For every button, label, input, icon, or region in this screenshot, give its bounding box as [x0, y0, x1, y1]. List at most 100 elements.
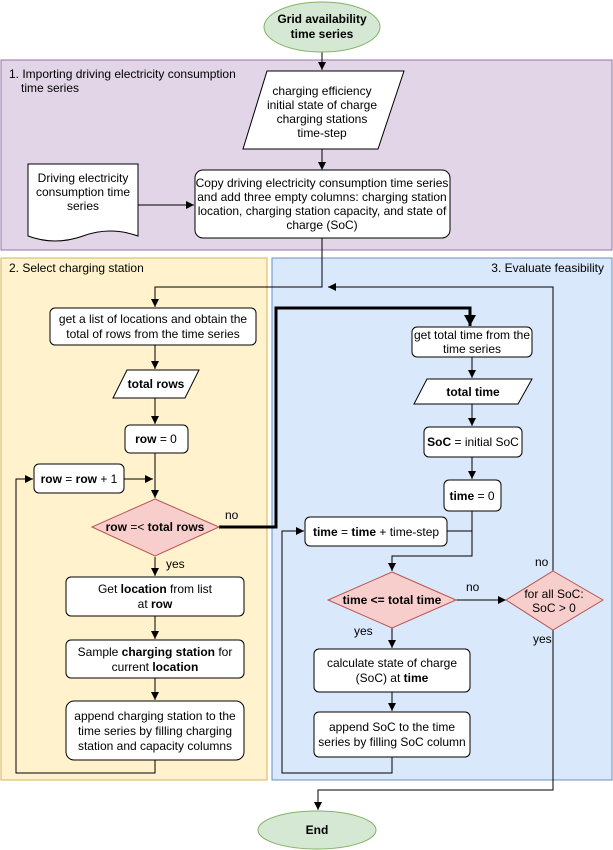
calc-soc-box: [313, 648, 471, 693]
soc-init-box: [423, 426, 523, 458]
sample-station-line1-pre: Sample: [78, 645, 122, 659]
time-increment-op: =: [338, 525, 352, 539]
row-init-text: row = 0: [135, 432, 177, 446]
node-get-total-time: get total time from the time series: [411, 326, 533, 358]
group-importing-label-line2: time series: [21, 81, 79, 95]
row-decision-var2: total rows: [148, 520, 205, 534]
append-soc-line2: series by filling SoC column: [318, 735, 465, 749]
edge-labels: no yes no yes no yes: [166, 508, 552, 646]
params-line3: charging stations: [277, 112, 368, 126]
node-copy-series: Copy driving electricity consumption tim…: [194, 169, 451, 239]
calc-soc-line1: calculate state of charge: [327, 656, 457, 670]
group-evaluate-feasibility-label: 3. Evaluate feasibility: [491, 261, 604, 275]
row-init-box: [124, 424, 189, 454]
copy-series-line1: Copy driving electricity consumption tim…: [196, 176, 449, 190]
time-init-text: time = 0: [449, 489, 494, 503]
soc-init-var: SoC: [427, 435, 451, 449]
time-decision-diamond: [326, 571, 458, 629]
get-list-box: [49, 307, 257, 346]
edges: [15, 52, 554, 810]
node-time-decision: time <= total time: [326, 571, 458, 629]
node-append-soc: append SoC to the time series by filling…: [313, 711, 471, 758]
edge-label-soc-yes: yes: [533, 632, 552, 646]
driving-document-line3: series: [67, 199, 99, 213]
row-increment-text: row = row + 1: [41, 472, 118, 486]
time-init-rest: = 0: [474, 489, 495, 503]
start-ellipse: [263, 1, 381, 53]
row-init-var: row: [135, 432, 157, 446]
get-list-line1: get a list of locations and obtain the: [59, 312, 247, 326]
edge-appendsoc-loop: [281, 527, 393, 774]
node-sample-station: Sample charging station for current loca…: [65, 639, 245, 679]
row-increment-var2: row: [76, 472, 98, 486]
append-soc-line1: append SoC to the time: [329, 720, 455, 734]
edge-copy-getlist: [151, 238, 323, 307]
time-init-box: [443, 479, 502, 512]
row-decision-var1: row: [106, 520, 128, 534]
soc-decision-line2: SoC > 0: [532, 601, 576, 615]
soc-init-rest: = initial SoC: [451, 435, 519, 449]
time-increment-var1: time: [313, 525, 338, 539]
edge-socdecision-no: [328, 283, 554, 572]
start-line1: Grid availability: [277, 12, 367, 26]
get-location-line1-rest: from list: [167, 582, 213, 596]
row-increment-op: =: [62, 472, 76, 486]
row-decision-op: =<: [127, 520, 148, 534]
params-line2: initial state of charge: [267, 98, 377, 112]
node-end: End: [257, 810, 377, 850]
node-soc-decision: for all SoC: SoC > 0: [505, 570, 604, 631]
get-list-line2: total of rows from the time series: [66, 327, 239, 341]
params-line4: time-step: [297, 126, 347, 140]
edge-timeinit-merge: [388, 511, 473, 571]
node-row-init: row = 0: [124, 424, 189, 454]
driving-document-shape: [27, 163, 139, 242]
time-init-var: time: [449, 489, 474, 503]
get-location-line1-pre: Get: [98, 582, 121, 596]
copy-series-line3: location, charging station capacity, and…: [198, 204, 447, 218]
params-parallelogram: [242, 70, 405, 150]
end-text: End: [306, 823, 329, 837]
sample-station-line1-bold: charging station: [122, 645, 215, 659]
row-increment-var1: row: [41, 472, 63, 486]
edge-socdecision-yes: [314, 630, 554, 810]
node-calc-soc: calculate state of charge (SoC) at time: [313, 648, 471, 693]
calc-soc-line2-bold: time: [404, 671, 429, 685]
node-total-rows: total rows: [112, 369, 200, 399]
sample-station-line2-pre: current: [112, 660, 153, 674]
row-decision-diamond: [90, 498, 221, 557]
calc-soc-line2-pre: (SoC) at: [356, 671, 404, 685]
sample-station-line2-bold: location: [152, 660, 198, 674]
edge-label-row-no: no: [225, 508, 239, 522]
node-append-station: append charging station to the time seri…: [65, 700, 245, 761]
time-increment-var2: time: [351, 525, 376, 539]
get-location-line1-bold: location: [121, 582, 167, 596]
start-line2: time series: [291, 27, 354, 41]
group-select-station-label: 2. Select charging station: [9, 261, 144, 275]
node-get-location: Get location from list at row: [65, 576, 245, 617]
total-rows-text: total rows: [128, 377, 185, 391]
copy-series-line4: charge (SoC): [286, 218, 357, 232]
driving-document-line1: Driving electricity: [38, 171, 129, 185]
append-station-line3: station and capacity columns: [78, 739, 232, 753]
driving-document-line2: consumption time: [36, 185, 130, 199]
params-line1: charging efficiency: [272, 84, 371, 98]
append-station-line1: append charging station to the: [74, 709, 236, 723]
edge-append-loop: [15, 475, 156, 774]
calc-soc-line2: (SoC) at time: [356, 671, 429, 685]
get-location-line2: at row: [138, 597, 173, 611]
group-importing-label-line1: 1. Importing driving electricity consump…: [9, 67, 236, 81]
copy-series-line2: and add three empty columns: charging st…: [197, 190, 446, 204]
append-soc-box: [313, 711, 471, 758]
get-location-box: [65, 576, 245, 617]
time-decision-text: time <= total time: [343, 593, 442, 607]
total-time-text: total time: [446, 385, 500, 399]
get-total-time-line1: get total time from the: [414, 328, 530, 342]
node-time-init: time = 0: [443, 479, 502, 512]
node-row-decision: row =< total rows: [90, 498, 221, 557]
get-total-time-line2: time series: [443, 342, 501, 356]
get-location-line1: Get location from list: [98, 582, 213, 596]
append-station-line2: time series by filling charging: [78, 724, 232, 738]
soc-decision-line1: for all SoC:: [524, 587, 583, 601]
edge-label-row-yes: yes: [166, 557, 185, 571]
